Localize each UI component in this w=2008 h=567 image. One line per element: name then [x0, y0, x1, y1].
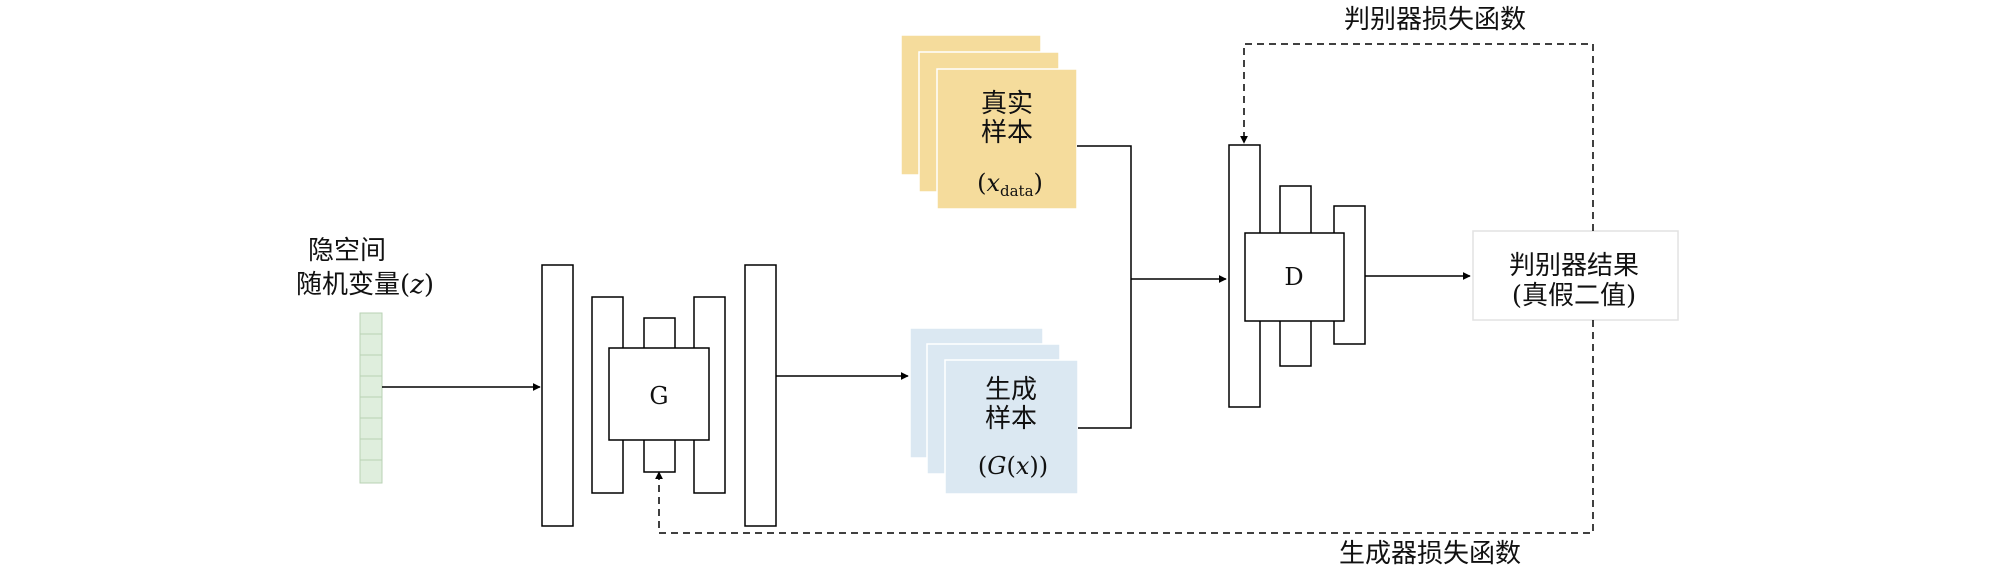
gen-var: x	[1016, 452, 1030, 480]
generator-layer-1	[541, 264, 574, 527]
real-sample-connector	[1077, 145, 1132, 279]
generated-samples: 生成 样本 (G(x))	[909, 327, 1079, 495]
real-sample-card-front	[936, 68, 1078, 210]
gen-inner-close: )	[1029, 452, 1038, 480]
real-var: x	[986, 169, 1000, 197]
latent-variable: 隐空间 随机变量(z)	[296, 236, 434, 484]
generated-samples-line1: 生成	[985, 375, 1037, 405]
real-samples-line1: 真实	[981, 89, 1033, 119]
result-line1: 判别器结果	[1509, 251, 1639, 281]
generator-loss-path	[655, 320, 1594, 534]
generator-loss-label: 生成器损失函数	[1339, 539, 1521, 567]
gen-inner-open: (	[1006, 452, 1015, 480]
generator-core	[608, 347, 710, 441]
generated-samples-formula: (G(x))	[978, 452, 1048, 480]
generated-sample-card-front	[944, 359, 1079, 495]
latent-label-line1: 隐空间	[308, 236, 386, 266]
gen-open: (	[978, 452, 987, 480]
result-line2: (真假二值)	[1512, 281, 1636, 311]
gen-close: )	[1039, 452, 1048, 480]
sample-connectors	[1077, 145, 1132, 429]
generator-layer-5	[744, 264, 777, 527]
real-open: (	[977, 169, 986, 197]
discriminator-loss-feedback: 判别器损失函数	[1240, 5, 1594, 231]
latent-var: z	[409, 270, 424, 300]
generated-samples-line2: 样本	[985, 404, 1037, 434]
discriminator-loss-label: 判别器损失函数	[1344, 5, 1526, 35]
generator-loss-feedback: 生成器损失函数	[655, 320, 1594, 567]
generated-sample-connector	[1078, 279, 1132, 429]
real-samples-formula: (xdata)	[977, 169, 1043, 200]
generator-label: G	[649, 382, 668, 410]
latent-close: )	[424, 270, 434, 300]
latent-label-line2: 随机变量(z)	[296, 270, 434, 300]
discriminator-label: D	[1284, 263, 1303, 291]
latent-label-text: 随机变量(	[296, 270, 410, 300]
real-samples-line2: 样本	[981, 118, 1033, 148]
result-box	[1472, 230, 1679, 321]
gen-fn: G	[987, 452, 1006, 480]
generator-network	[541, 264, 777, 527]
discriminator-result: 判别器结果 (真假二值)	[1472, 230, 1679, 321]
latent-vector-cells	[360, 333, 382, 461]
discriminator-loss-path	[1240, 43, 1594, 231]
discriminator-core	[1244, 232, 1345, 322]
latent-vector-bar	[359, 312, 383, 484]
real-close: )	[1034, 169, 1043, 197]
real-samples: 真实 样本 (xdata)	[900, 34, 1078, 210]
discriminator-network	[1228, 144, 1366, 408]
real-sub: data	[1000, 182, 1034, 200]
